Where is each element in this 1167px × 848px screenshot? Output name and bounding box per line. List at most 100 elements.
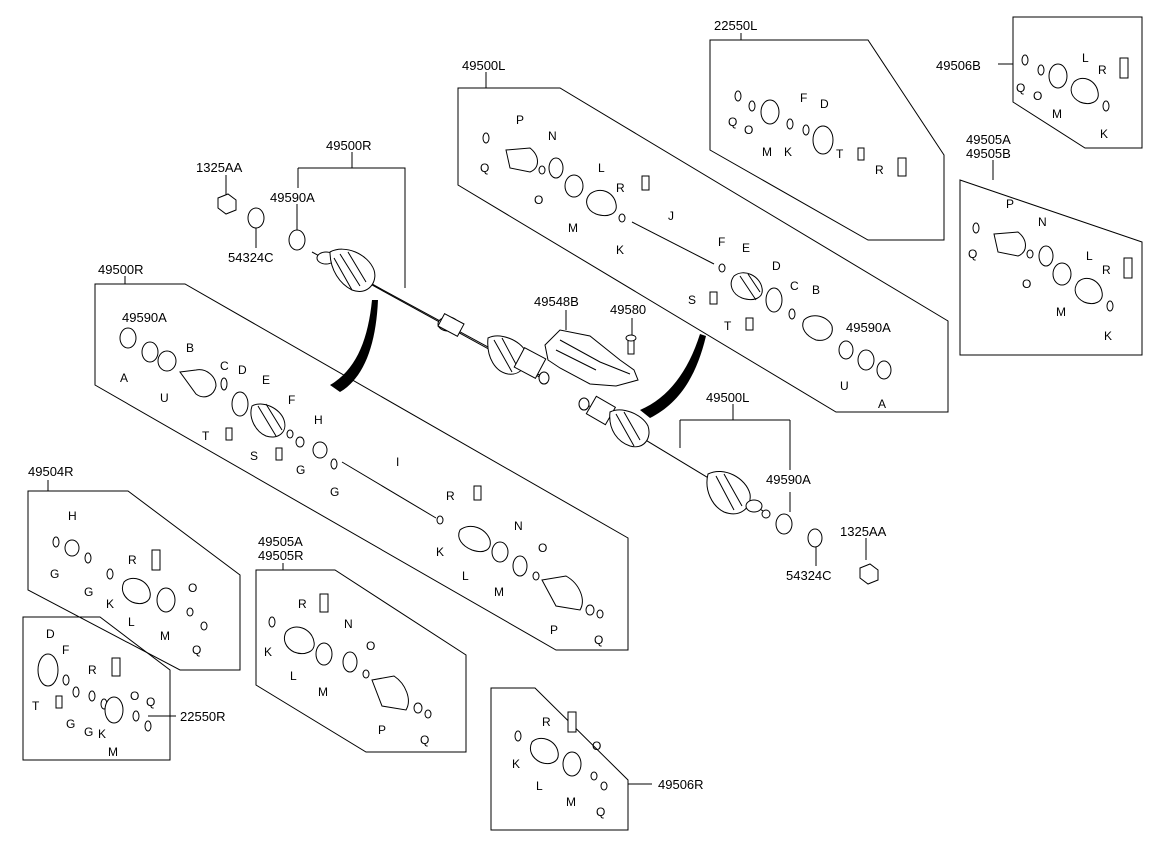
- letter-N: N: [548, 129, 557, 143]
- clamp-T-top: [745, 317, 754, 331]
- inner-cv-housing-upper: [513, 346, 547, 380]
- letter-B: B: [186, 341, 194, 355]
- letter-K: K: [784, 145, 792, 159]
- letter-N: N: [1038, 215, 1047, 229]
- callout-49505A-top: 49505A: [966, 132, 1011, 147]
- letter-O: O: [1022, 277, 1031, 291]
- damper-H-left: [312, 441, 328, 459]
- letter-M: M: [762, 145, 772, 159]
- nut-1325AA-top: [217, 193, 237, 215]
- letter-T: T: [32, 699, 40, 713]
- callout-49548B: 49548B: [534, 294, 579, 309]
- letter-F: F: [800, 91, 807, 105]
- letter-N: N: [344, 617, 353, 631]
- letter-M: M: [494, 585, 504, 599]
- letter-G: G: [84, 725, 93, 739]
- callout-49505A-bot: 49505A: [258, 534, 303, 549]
- callout-22550R: 22550R: [180, 709, 226, 724]
- letter-I: I: [396, 455, 399, 469]
- clamp-S-left: [275, 447, 283, 461]
- letter-P: P: [378, 723, 386, 737]
- callout-49505R: 49505R: [258, 548, 304, 563]
- letter-F: F: [62, 643, 69, 657]
- letter-J: J: [668, 209, 674, 223]
- leader-lines: [47, 33, 1013, 785]
- callout-49590A-left: 49590A: [122, 310, 167, 325]
- letter-O: O: [1033, 89, 1042, 103]
- inner-cv-boot-lower: [609, 409, 650, 448]
- letter-O: O: [592, 739, 601, 753]
- pointer-swoosh-right: [640, 334, 706, 418]
- boot-E-left: [250, 403, 286, 438]
- main-shaft-upper: [311, 248, 550, 385]
- cv-joint-B-left: [179, 369, 217, 398]
- letter-L: L: [1082, 51, 1089, 65]
- letter-R: R: [616, 181, 625, 195]
- letter-G: G: [296, 463, 305, 477]
- letter-L: L: [598, 161, 605, 175]
- clamp-R-left: [473, 485, 482, 501]
- letter-R: R: [128, 553, 137, 567]
- letter-R: R: [542, 715, 551, 729]
- letter-D: D: [772, 259, 781, 273]
- box-49505AB-right: [959, 179, 1143, 356]
- letter-F: F: [718, 235, 725, 249]
- letter-R: R: [88, 663, 97, 677]
- letter-Q: Q: [192, 643, 201, 657]
- letter-O: O: [538, 541, 547, 555]
- letter-T: T: [724, 319, 732, 333]
- letter-Q: Q: [480, 161, 489, 175]
- box-22550R: [22, 616, 171, 761]
- letter-M: M: [568, 221, 578, 235]
- small-parts: [37, 54, 1133, 791]
- boot-L-top: [586, 189, 617, 217]
- letter-C: C: [220, 359, 229, 373]
- letter-O: O: [366, 639, 375, 653]
- letter-E: E: [262, 373, 270, 387]
- letter-K: K: [616, 243, 624, 257]
- letter-K: K: [98, 727, 106, 741]
- letter-N: N: [514, 519, 523, 533]
- callout-49500R-left: 49500R: [98, 262, 144, 277]
- ring-49590A-top: [288, 229, 306, 251]
- letter-E: E: [742, 241, 750, 255]
- letter-U: U: [160, 391, 169, 405]
- letter-D: D: [238, 363, 247, 377]
- box-49500R-left: [94, 283, 629, 651]
- letter-Q: Q: [420, 733, 429, 747]
- boot-L-49506B: [1070, 77, 1099, 105]
- tripod-N-top: [548, 157, 564, 179]
- callout-labels: 22550L 49506B 49500L 49505A 49505B 49500…: [28, 18, 1011, 792]
- letter-P: P: [550, 623, 558, 637]
- letter-R: R: [1102, 263, 1111, 277]
- outer-cv-boot-upper: [329, 248, 376, 292]
- letter-K: K: [1100, 127, 1108, 141]
- callout-49505B-top: 49505B: [966, 146, 1011, 161]
- callout-49506B: 49506B: [936, 58, 981, 73]
- letter-G: G: [50, 567, 59, 581]
- letter-F: F: [288, 393, 295, 407]
- letter-T: T: [836, 147, 844, 161]
- callout-22550L: 22550L: [714, 18, 757, 33]
- letter-K: K: [436, 545, 444, 559]
- letter-K: K: [106, 597, 114, 611]
- letter-markers: Q O M K F D T R Q O M L R K Q P O N M L …: [32, 51, 1112, 819]
- ring-49590A-mid: [775, 513, 793, 535]
- letter-Q: Q: [146, 695, 155, 709]
- letter-R: R: [875, 163, 884, 177]
- callout-49590A-mid: 49590A: [766, 472, 811, 487]
- letter-G: G: [84, 585, 93, 599]
- box-49500L-top: [457, 87, 949, 413]
- box-49506B: [1012, 16, 1143, 149]
- box-22550L: [709, 39, 945, 241]
- clamp-T-left: [225, 427, 233, 441]
- callout-54324C-top: 54324C: [228, 250, 274, 265]
- letter-S: S: [688, 293, 696, 307]
- callout-49590A-right: 49590A: [846, 320, 891, 335]
- letter-M: M: [160, 629, 170, 643]
- callout-49590A-top: 49590A: [270, 190, 315, 205]
- letter-U: U: [840, 379, 849, 393]
- letter-M: M: [318, 685, 328, 699]
- letter-L: L: [462, 569, 469, 583]
